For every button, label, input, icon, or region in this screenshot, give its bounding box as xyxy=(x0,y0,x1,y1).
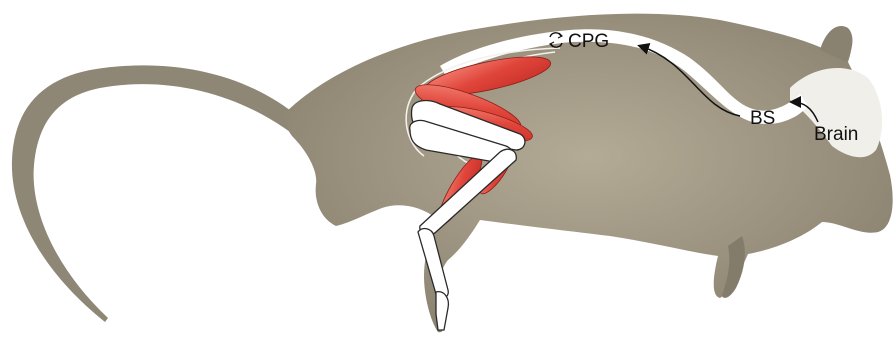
rat-tail xyxy=(12,65,300,322)
bone-foot xyxy=(436,292,448,330)
label-cpg: CPG xyxy=(568,31,609,52)
rat-body xyxy=(285,14,892,333)
label-brain: Brain xyxy=(814,124,858,145)
label-bs: BS xyxy=(750,108,775,129)
